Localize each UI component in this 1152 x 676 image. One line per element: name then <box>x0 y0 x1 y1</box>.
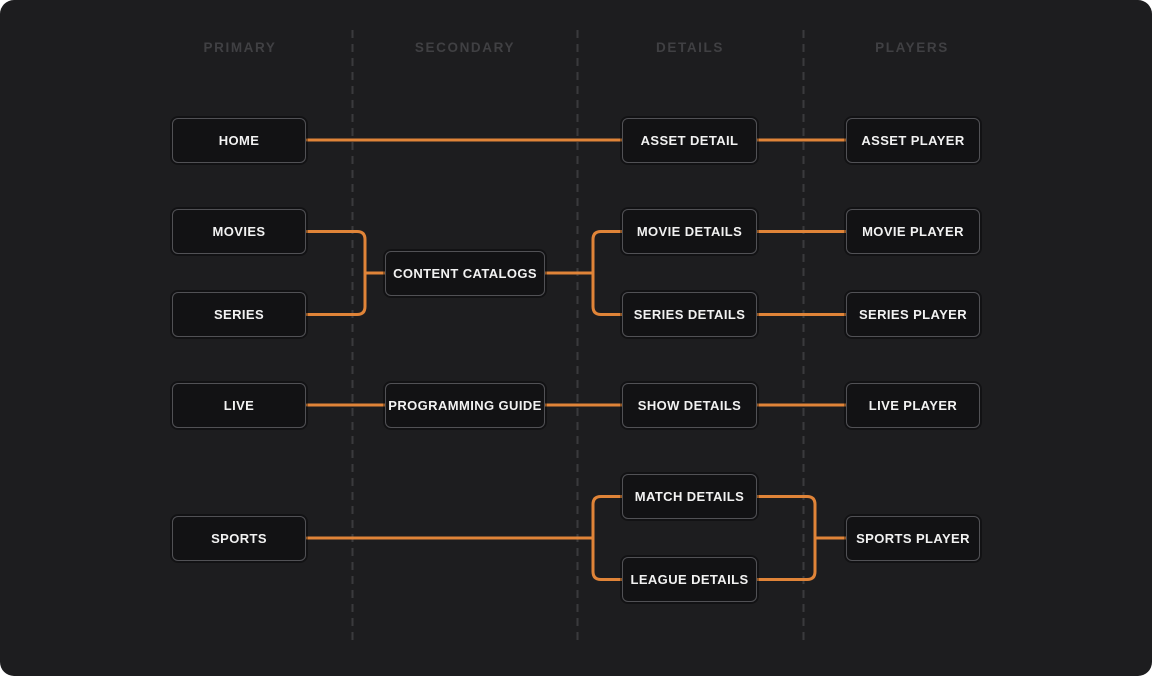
node-label: MATCH DETAILS <box>634 489 745 504</box>
column-header-secondary: SECONDARY <box>414 40 516 55</box>
node-label: LIVE PLAYER <box>868 397 958 413</box>
connector-split-match-league-details <box>591 495 624 581</box>
node-label: LIVE <box>223 397 255 413</box>
column-header-primary: PRIMARY <box>203 40 277 55</box>
column-header-details: DETAILS <box>656 40 724 55</box>
node-label: SERIES <box>213 307 265 322</box>
node-movie-player[interactable]: MOVIE PLAYER <box>846 209 980 254</box>
node-label: SERIES PLAYER <box>858 307 968 322</box>
node-series[interactable]: SERIES <box>172 292 306 337</box>
node-label: CONTENT CATALOGS <box>393 265 537 281</box>
node-sports-player[interactable]: SPORTS PLAYER <box>846 515 980 561</box>
node-home[interactable]: HOME <box>172 117 306 163</box>
node-label: HOME <box>218 132 260 148</box>
node-asset-player[interactable]: ASSET PLAYER <box>846 117 980 163</box>
node-live[interactable]: LIVE <box>172 382 306 428</box>
node-series-details[interactable]: SERIES DETAILS <box>622 292 757 337</box>
node-content-catalogs[interactable]: CONTENT CATALOGS <box>385 250 545 296</box>
node-sports[interactable]: SPORTS <box>172 515 306 561</box>
node-label: SHOW DETAILS <box>637 397 742 413</box>
node-match-details[interactable]: MATCH DETAILS <box>622 474 757 519</box>
node-movies[interactable]: MOVIES <box>172 209 306 254</box>
node-live-player[interactable]: LIVE PLAYER <box>846 382 980 428</box>
node-league-details[interactable]: LEAGUE DETAILS <box>622 557 757 602</box>
node-show-details[interactable]: SHOW DETAILS <box>622 382 757 428</box>
node-asset-detail[interactable]: ASSET DETAIL <box>622 117 757 163</box>
node-label: SERIES DETAILS <box>633 307 746 322</box>
node-label: MOVIE DETAILS <box>636 224 743 239</box>
column-header-players: PLAYERS <box>875 40 949 55</box>
connector-match-league-merge <box>755 495 817 581</box>
node-label: LEAGUE DETAILS <box>630 572 749 587</box>
node-programming-guide[interactable]: PROGRAMMING GUIDE <box>385 382 545 428</box>
node-series-player[interactable]: SERIES PLAYER <box>846 292 980 337</box>
connector-movies-series-merge <box>305 230 367 316</box>
connector-split-movie-series-details <box>591 230 624 316</box>
node-label: SPORTS PLAYER <box>856 530 970 546</box>
node-label: SPORTS <box>211 530 267 546</box>
node-label: PROGRAMMING GUIDE <box>388 397 542 413</box>
node-label: ASSET PLAYER <box>861 132 965 148</box>
node-label: ASSET DETAIL <box>640 132 739 148</box>
node-label: MOVIE PLAYER <box>862 224 964 239</box>
node-movie-details[interactable]: MOVIE DETAILS <box>622 209 757 254</box>
node-label: MOVIES <box>212 224 266 239</box>
